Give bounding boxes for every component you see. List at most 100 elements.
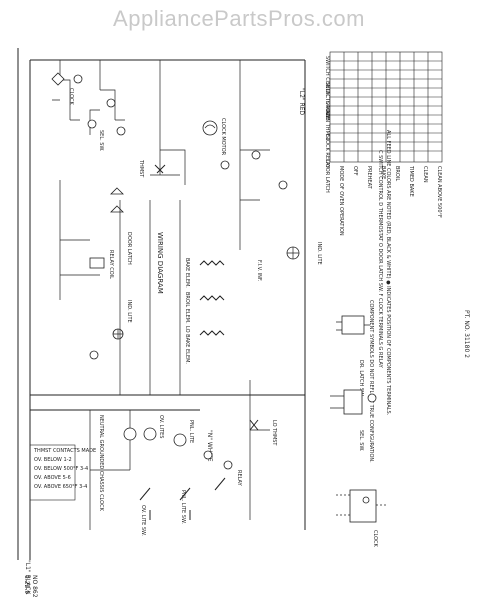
clock-bottom-leads [336,494,386,516]
door-latch-label: DOOR LATCH [126,232,132,265]
door-latch-triangle [110,205,124,213]
switch-table-header-label: OVEN THMST [324,108,330,142]
lo-bake-elem-coil [199,330,225,336]
ov-lite-bulb-1 [123,427,137,441]
ov-lite-sw-symbol [139,487,151,520]
dr-latch-sw-box [341,315,365,335]
sel-sw-terminal-circle [87,119,97,129]
clock-motor-label: CLOCK MOTOR [220,118,226,156]
switch-table-mode-label: OFF [352,166,358,176]
fiv-inf-label: F.I.V. INF. [256,260,262,282]
bake-elem-coil [199,260,225,266]
thmst-table-row: OV. BELOW 500°F 3-4 [34,466,88,472]
switch-table-header-label: DOOR LATCH [324,160,330,193]
thmst-table-box [29,444,76,501]
thmst-wires [150,60,186,185]
watermark-text: AppliancePartsPros.com [113,6,365,31]
ind-lite-right-symbol [287,247,299,259]
clock-motor-circle [202,120,218,136]
neutral-ground-label: NEUTRAL GROUNDED CHASSIS CLOCK [98,415,104,512]
sel-sw-n-circle [220,160,230,170]
thmst-table-header: THMST CONTACTS MADE [33,448,96,454]
fiv-branch-wires [239,60,270,250]
ov-lite-bulb-2 [143,427,157,441]
ov-lite-sw-label: OV. LITE SW. [140,505,146,536]
part-number: PT. NO. 31180 2 [463,310,470,358]
clock-top-label: CLOCK [68,88,74,106]
pnl-lite-bulb [173,433,187,447]
lo-thmst-wires [249,380,270,520]
switch-table-mode-label: MODE OF OVEN OPERATION [338,166,344,236]
bake-elem-label: BAKE ELEM. [184,258,190,288]
switch-table-mode-label: TIMED BAKE [408,165,414,197]
dr-latch-sw-label: DR. LATCH SW. [358,360,364,397]
element-feed-wires [119,200,181,395]
diagram-title: WIRING DIAGRAM [156,232,164,294]
key-note: C SWITCH CONTROL D THERMOSTAT O DOOR LAT… [377,150,383,369]
thmst-table-row: OV. ABOVE 650°F 3-4 [34,484,87,490]
ov-lites-label: OV. LITES [158,415,164,438]
pr-triangle [110,187,124,195]
clock-terminal-circle [73,74,83,84]
thmst-table-row: OV. ABOVE 5-6 [34,475,71,481]
feed-note: ALL FEED LINE COLORS ARE NOTED (RED, BLA… [385,130,391,416]
thmst-table-row: OV. BELOW 1-2 [34,457,72,463]
thmst-label: THMST [138,159,144,178]
pnl-lite-sw-symbol [179,487,191,520]
footer-code-1: 1.22.9 [23,575,30,594]
pnl-lite-label: PNL. LITE [188,420,194,443]
relay-coil-label: RELAY COIL [108,250,114,279]
clock-motor-symbol [204,124,216,129]
clock-bottom-label: CLOCK [372,530,378,548]
sel-sw-bottom-box [343,389,363,415]
lo-bake-elem-label: LO BAKE ELEM. [184,326,190,364]
sel-sw-bottom-label: SEL. SW. [358,430,364,452]
relay-branch-wires [59,180,100,300]
sel-sw-bottom-leads [330,395,344,409]
switch-table-mode-label: BROIL [394,166,400,181]
l2-label: "L2" RED [298,88,305,116]
thmst-table: THMST CONTACTS MADE OV. BELOW 1-2OV. BELO… [33,448,96,490]
relay-contact-symbol [214,477,226,491]
switch-table-header-label: CLOCK RELAY [324,134,330,169]
bk-terminal-circle [106,98,116,108]
broil-elem-coil [199,295,225,301]
clock-bottom-terminal [362,496,370,504]
switch-table-mode-label: PREHEAT [366,166,372,190]
lo-thmst-symbol [249,419,259,431]
switch-table: MODE OF OVEN OPERATION OFF PREHEAT BAKE BROI… [324,51,443,236]
r-terminal-circle [89,350,99,360]
n-label: "N" WHITE [206,430,213,462]
footer-code-2: NO 862 [31,575,38,598]
switch-table-mode-label: BAKE [380,166,386,179]
l1-label: "L1" BLACK [24,560,31,595]
switch-table-header-label: SELECTOR SW. [324,82,330,119]
dr-latch-sw-leads [336,321,370,331]
ov-lite-wires [89,410,131,530]
broil-elem-label: BROIL ELEM. [184,292,190,324]
ind-lite-symbol [113,329,123,339]
pnl-lite-sw-label: PNL. LITE SW. [180,490,186,524]
top-branch-wires [52,60,80,121]
fiv-terminal-circle [278,180,288,190]
relay-coil-box [89,257,105,269]
switch-table-header-label: SWITCH CONTACTS MADE [324,56,330,120]
switch-table-mode-label: CLEAN [422,166,428,183]
clock-contact-marker [51,72,65,86]
m-terminal-circle [116,126,126,136]
sel-sw-bottom-terminal [367,393,377,403]
relay-terminal-circle-2 [223,460,233,470]
component-note: COMPONENT SYMBOLS DO NOT REFLECT TRUE CO… [368,300,374,463]
relay-terminal-circle-1 [203,450,213,460]
ind-lite-label: IND. LITE [126,300,132,323]
sel-sw-label: SEL. SW. [98,130,104,152]
clock-branch-wires [89,60,125,135]
relay-label: RELAY [236,470,242,487]
ind-lite-right-label: IND. LITE [316,242,322,265]
switch-table-mode-label: CLEAN ABOVE 500°F [436,166,442,218]
clock-bottom-box [349,489,377,523]
lo-thmst-label: LO THMST [271,420,277,446]
thmst-contact-symbol [154,164,166,174]
l2-terminal-circle [251,150,261,160]
